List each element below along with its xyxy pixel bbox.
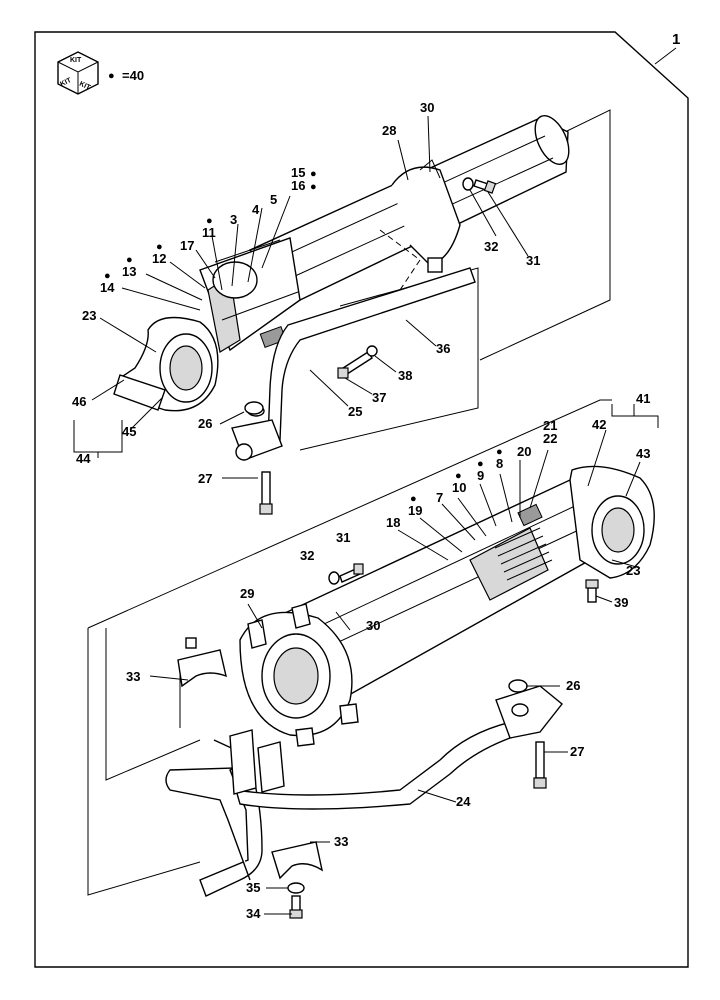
callout-31: 31 [526, 253, 540, 268]
callout-39: 39 [614, 595, 628, 610]
callout-31: 31 [336, 530, 350, 545]
callout-3: 3 [230, 212, 237, 227]
bolt-27-lower [533, 741, 547, 789]
callout-37: 37 [372, 390, 386, 405]
o-ring-26-upper [244, 401, 264, 415]
callout-20: 20 [517, 444, 531, 459]
bolt-37 [337, 345, 378, 379]
bolt-31-upper [462, 177, 497, 194]
callout-25: 25 [348, 404, 362, 419]
pipe-25 [231, 267, 476, 461]
cylinder-barrel-lower [268, 479, 601, 701]
kit-bullet-19: ● [410, 493, 417, 505]
callout-labels: 30 28 15 16 5 4 3 11 17 12 13 14 23 46 4… [72, 100, 650, 921]
callout-19: 19 [408, 503, 422, 518]
callout-10: 10 [452, 480, 466, 495]
callout-27: 27 [198, 471, 212, 486]
callout-36: 36 [436, 341, 450, 356]
grease-nipple-39 [585, 579, 599, 603]
kit-bullet-10: ● [455, 470, 462, 482]
kit-icon: KIT KIT KIT [57, 51, 99, 95]
bolt-27-upper [259, 471, 273, 515]
callout-24: 24 [456, 794, 471, 809]
callout-27: 27 [570, 744, 584, 759]
kit-bullet-15: ● [310, 168, 317, 180]
drawing-frame [34, 31, 689, 968]
svg-text:KIT: KIT [70, 57, 82, 64]
kit-bullet-9: ● [477, 458, 484, 470]
o-ring-26-lower [508, 679, 528, 693]
callout-11: 11 [202, 225, 216, 240]
callout-38: 38 [398, 368, 412, 383]
callout-43: 43 [636, 446, 650, 461]
lower-view-boundary [87, 399, 612, 629]
kit-bullet-16: ● [310, 181, 317, 193]
callout-42: 42 [592, 417, 606, 432]
callout-28: 28 [382, 123, 396, 138]
callout-34: 34 [246, 906, 261, 921]
clamp-33-upper [177, 637, 227, 688]
upper-view-boundary [479, 109, 611, 361]
callout-5: 5 [270, 192, 277, 207]
pipe-24 [165, 685, 563, 897]
rod-head-upper [199, 237, 301, 353]
callout-22: 22 [543, 431, 557, 446]
callout-26: 26 [198, 416, 212, 431]
callout-21: 21 [543, 418, 557, 433]
callout-45: 45 [122, 424, 136, 439]
callout-29: 29 [240, 586, 254, 601]
pipe-block-lower [229, 729, 285, 795]
kit-bullet-11: ● [206, 215, 213, 227]
kit-bullets: ● ● ● ● ● ● ● ● ● ● [104, 168, 503, 505]
callout-32: 32 [484, 239, 498, 254]
clamp-33-lower [271, 841, 324, 880]
leader-lines-upper [73, 115, 529, 479]
leader-lines-lower [149, 404, 659, 915]
callout-15: 15 [291, 165, 305, 180]
svg-text:KIT: KIT [59, 77, 73, 88]
kit-legend-bullet: ● [108, 70, 115, 82]
callout-30: 30 [366, 618, 380, 633]
callout-44: 44 [76, 451, 91, 466]
callout-26: 26 [566, 678, 580, 693]
callout-4: 4 [252, 202, 260, 217]
callout-33: 33 [334, 834, 348, 849]
callout-33: 33 [126, 669, 140, 684]
kit-legend-text: =40 [122, 68, 144, 83]
callout-35: 35 [246, 880, 260, 895]
rod-eye-upper [113, 316, 219, 412]
barrel-eye-lower [569, 465, 655, 579]
callout-32: 32 [300, 548, 314, 563]
clamp-band-lower [239, 603, 359, 747]
callout-23: 23 [626, 563, 640, 578]
callout-9: 9 [477, 468, 484, 483]
callout-14: 14 [100, 280, 115, 295]
svg-text:KIT: KIT [78, 81, 92, 92]
callout-7: 7 [436, 490, 443, 505]
callout-16: 16 [291, 178, 305, 193]
clamp-band-upper [391, 159, 461, 273]
page-number: 1 [672, 31, 680, 48]
kit-bullet-12: ● [156, 241, 163, 253]
bolt-31-lower [328, 563, 364, 585]
callout-17: 17 [180, 238, 194, 253]
callout-30: 30 [420, 100, 434, 115]
callout-46: 46 [72, 394, 86, 409]
bolt-34 [287, 882, 305, 919]
callout-8: 8 [496, 456, 503, 471]
callout-41: 41 [636, 391, 650, 406]
callout-18: 18 [386, 515, 400, 530]
callout-23: 23 [82, 308, 96, 323]
callout-13: 13 [122, 264, 136, 279]
kit-bullet-13: ● [126, 254, 133, 266]
kit-bullet-14: ● [104, 270, 111, 282]
callout-12: 12 [152, 251, 166, 266]
kit-bullet-8: ● [496, 446, 503, 458]
